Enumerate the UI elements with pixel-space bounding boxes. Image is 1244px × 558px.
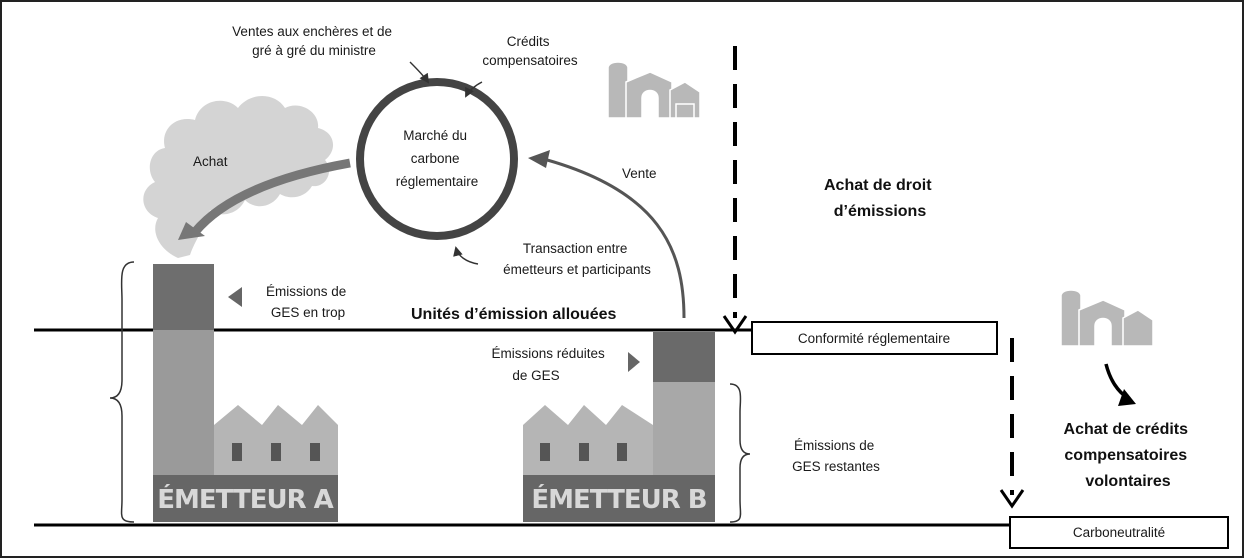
farm-icon-right [1060, 289, 1154, 347]
market-label: Marché du carbone réglementaire [396, 128, 479, 189]
emitter-a-chimney-excess [153, 264, 214, 330]
smoke-cloud-icon [143, 96, 334, 258]
purchase-label: Achat [193, 154, 228, 169]
emitter-b-reduced [653, 332, 715, 382]
transaction-arrow [453, 246, 479, 265]
neutrality-box [1009, 516, 1229, 549]
voluntary-arrowhead [999, 489, 1025, 509]
emitter-b-factory [523, 405, 653, 475]
voluntary-curved-arrowhead [1118, 389, 1136, 406]
emitter-a-label: ÉMETTEUR A [157, 483, 333, 515]
emitter-b-base [523, 475, 715, 522]
compliance-box [751, 321, 998, 355]
excess-label: Émissions de GES en trop [266, 284, 350, 320]
sale-arrowhead [528, 150, 550, 168]
emitter-a-factory [214, 405, 338, 475]
reduced-label: Émissions réduites de GES [491, 346, 608, 383]
carbon-market-circle [356, 78, 518, 240]
voluntary-label: Achat de crédits compensatoires volontai… [1064, 421, 1193, 490]
rights-label: Achat de droit d’émissions [824, 177, 936, 220]
neutrality-label: Carboneutralité [1073, 525, 1165, 540]
offset-credits-label: Crédits compensatoires [482, 34, 578, 68]
compliance-label: Conformité réglementaire [798, 331, 950, 346]
reduced-arrow-icon [628, 352, 640, 372]
sale-arrow [539, 156, 686, 319]
remaining-brace [729, 383, 751, 523]
transaction-label: Transaction entre émetteurs et participa… [503, 241, 651, 277]
allocated-units-label: Unités d’émission allouées [411, 306, 617, 323]
rights-arrowhead [722, 315, 748, 335]
auctions-arrow [409, 61, 430, 84]
emitter-a-brace [109, 261, 135, 523]
auctions-label: Ventes aux enchères et de gré à gré du m… [232, 24, 396, 58]
remaining-label: Émissions de GES restantes [792, 438, 880, 474]
emitter-b-label: ÉMETTEUR B [531, 483, 706, 515]
farm-icon-top [607, 61, 701, 119]
offset-credits-arrow [465, 81, 483, 98]
emitter-a-base [153, 475, 338, 522]
excess-arrow-icon [228, 287, 242, 307]
purchase-arrow [191, 158, 351, 235]
purchase-arrowhead [178, 222, 205, 240]
sale-label: Vente [622, 166, 657, 181]
